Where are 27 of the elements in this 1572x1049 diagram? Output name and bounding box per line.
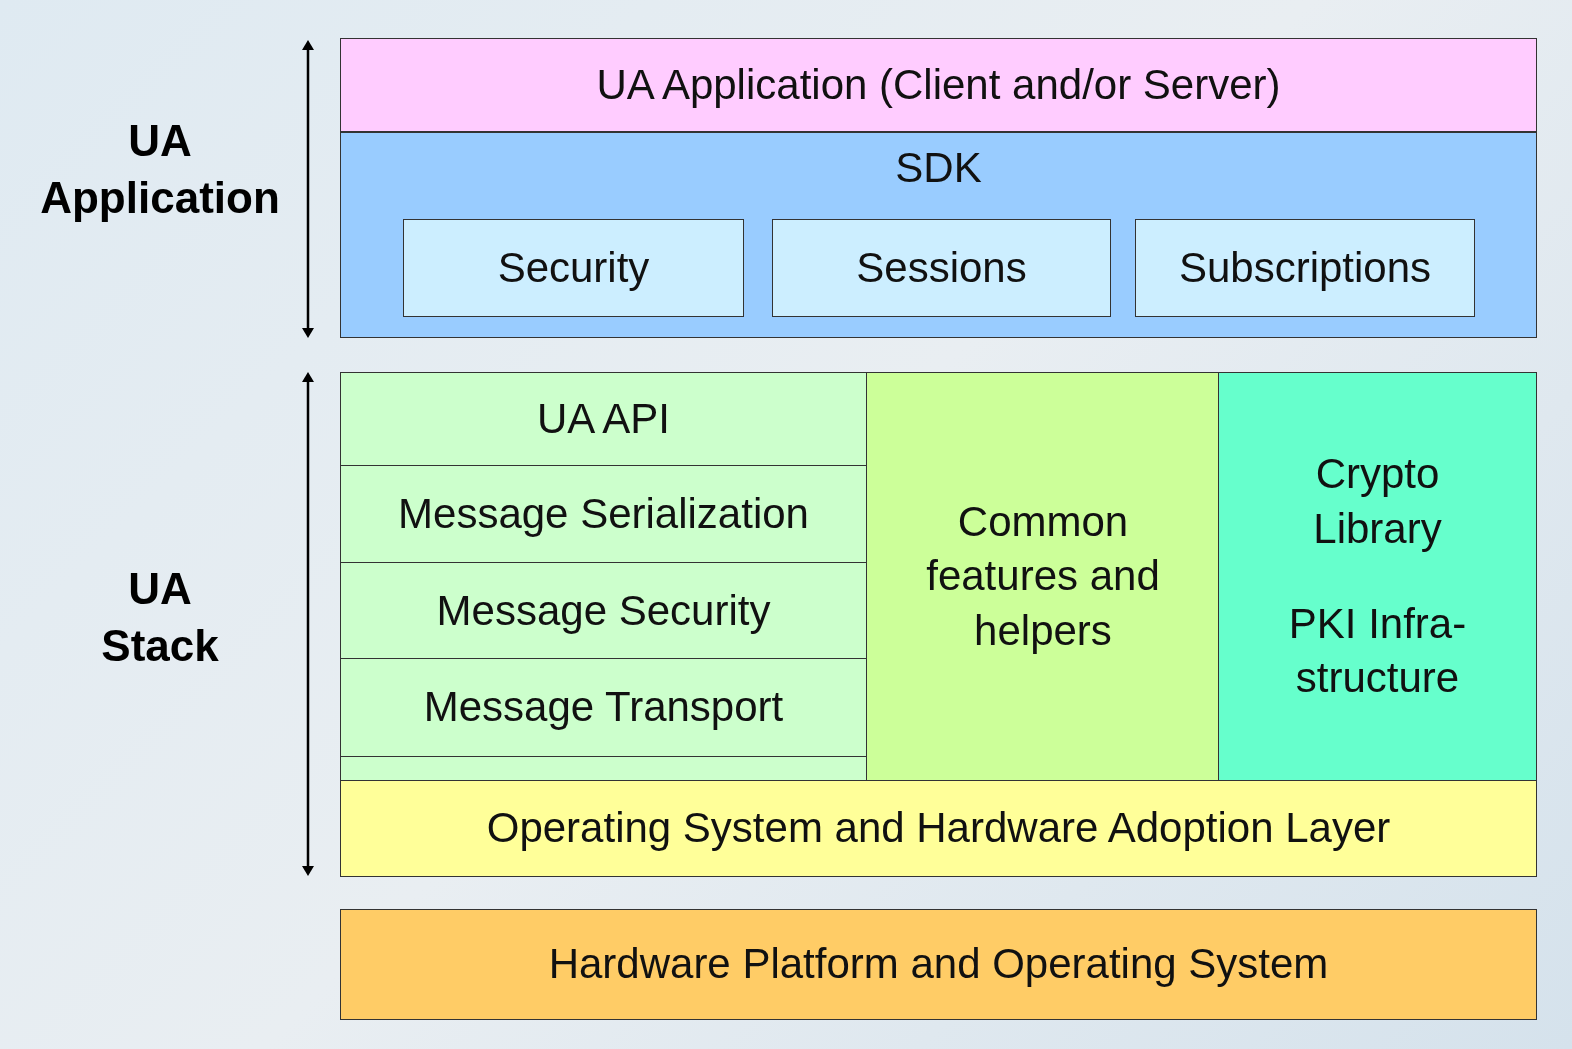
layer-band [340,780,1537,877]
layer-box [339,658,868,757]
layer-box [1218,372,1537,781]
layer-label: Crypto Library [1312,449,1443,554]
layer-panel [340,132,1537,338]
layer-label: Subscriptions [1177,242,1433,293]
layer-label: Sessions [855,242,1028,293]
layer-label: Hardware Platform and Operating System [547,939,1330,990]
layer-label: Message Security [435,585,772,636]
layer-label: SDK [894,143,983,193]
layer-box [866,372,1220,781]
layer-label: Common features and helpers [925,496,1161,656]
layer-band [340,38,1537,132]
layer-label: Message Transport [422,682,785,733]
layer-label: Security [496,242,651,293]
side-label: UA Stack [100,563,220,673]
side-label: UA Application [39,115,281,225]
layer-label: PKI Infra-structure [1287,598,1468,704]
layer-label: UA API [535,393,672,444]
layer-label: Operating System and Hardware Adoption Layer [485,803,1392,854]
stack-panel [340,372,868,781]
layer-band [340,909,1537,1020]
layer-box [403,219,744,317]
layer-label: Message Serialization [397,489,810,540]
layer-label: UA Application (Client and/or Server) [595,59,1282,110]
layer-box [1135,219,1475,317]
layer-box [772,219,1111,317]
